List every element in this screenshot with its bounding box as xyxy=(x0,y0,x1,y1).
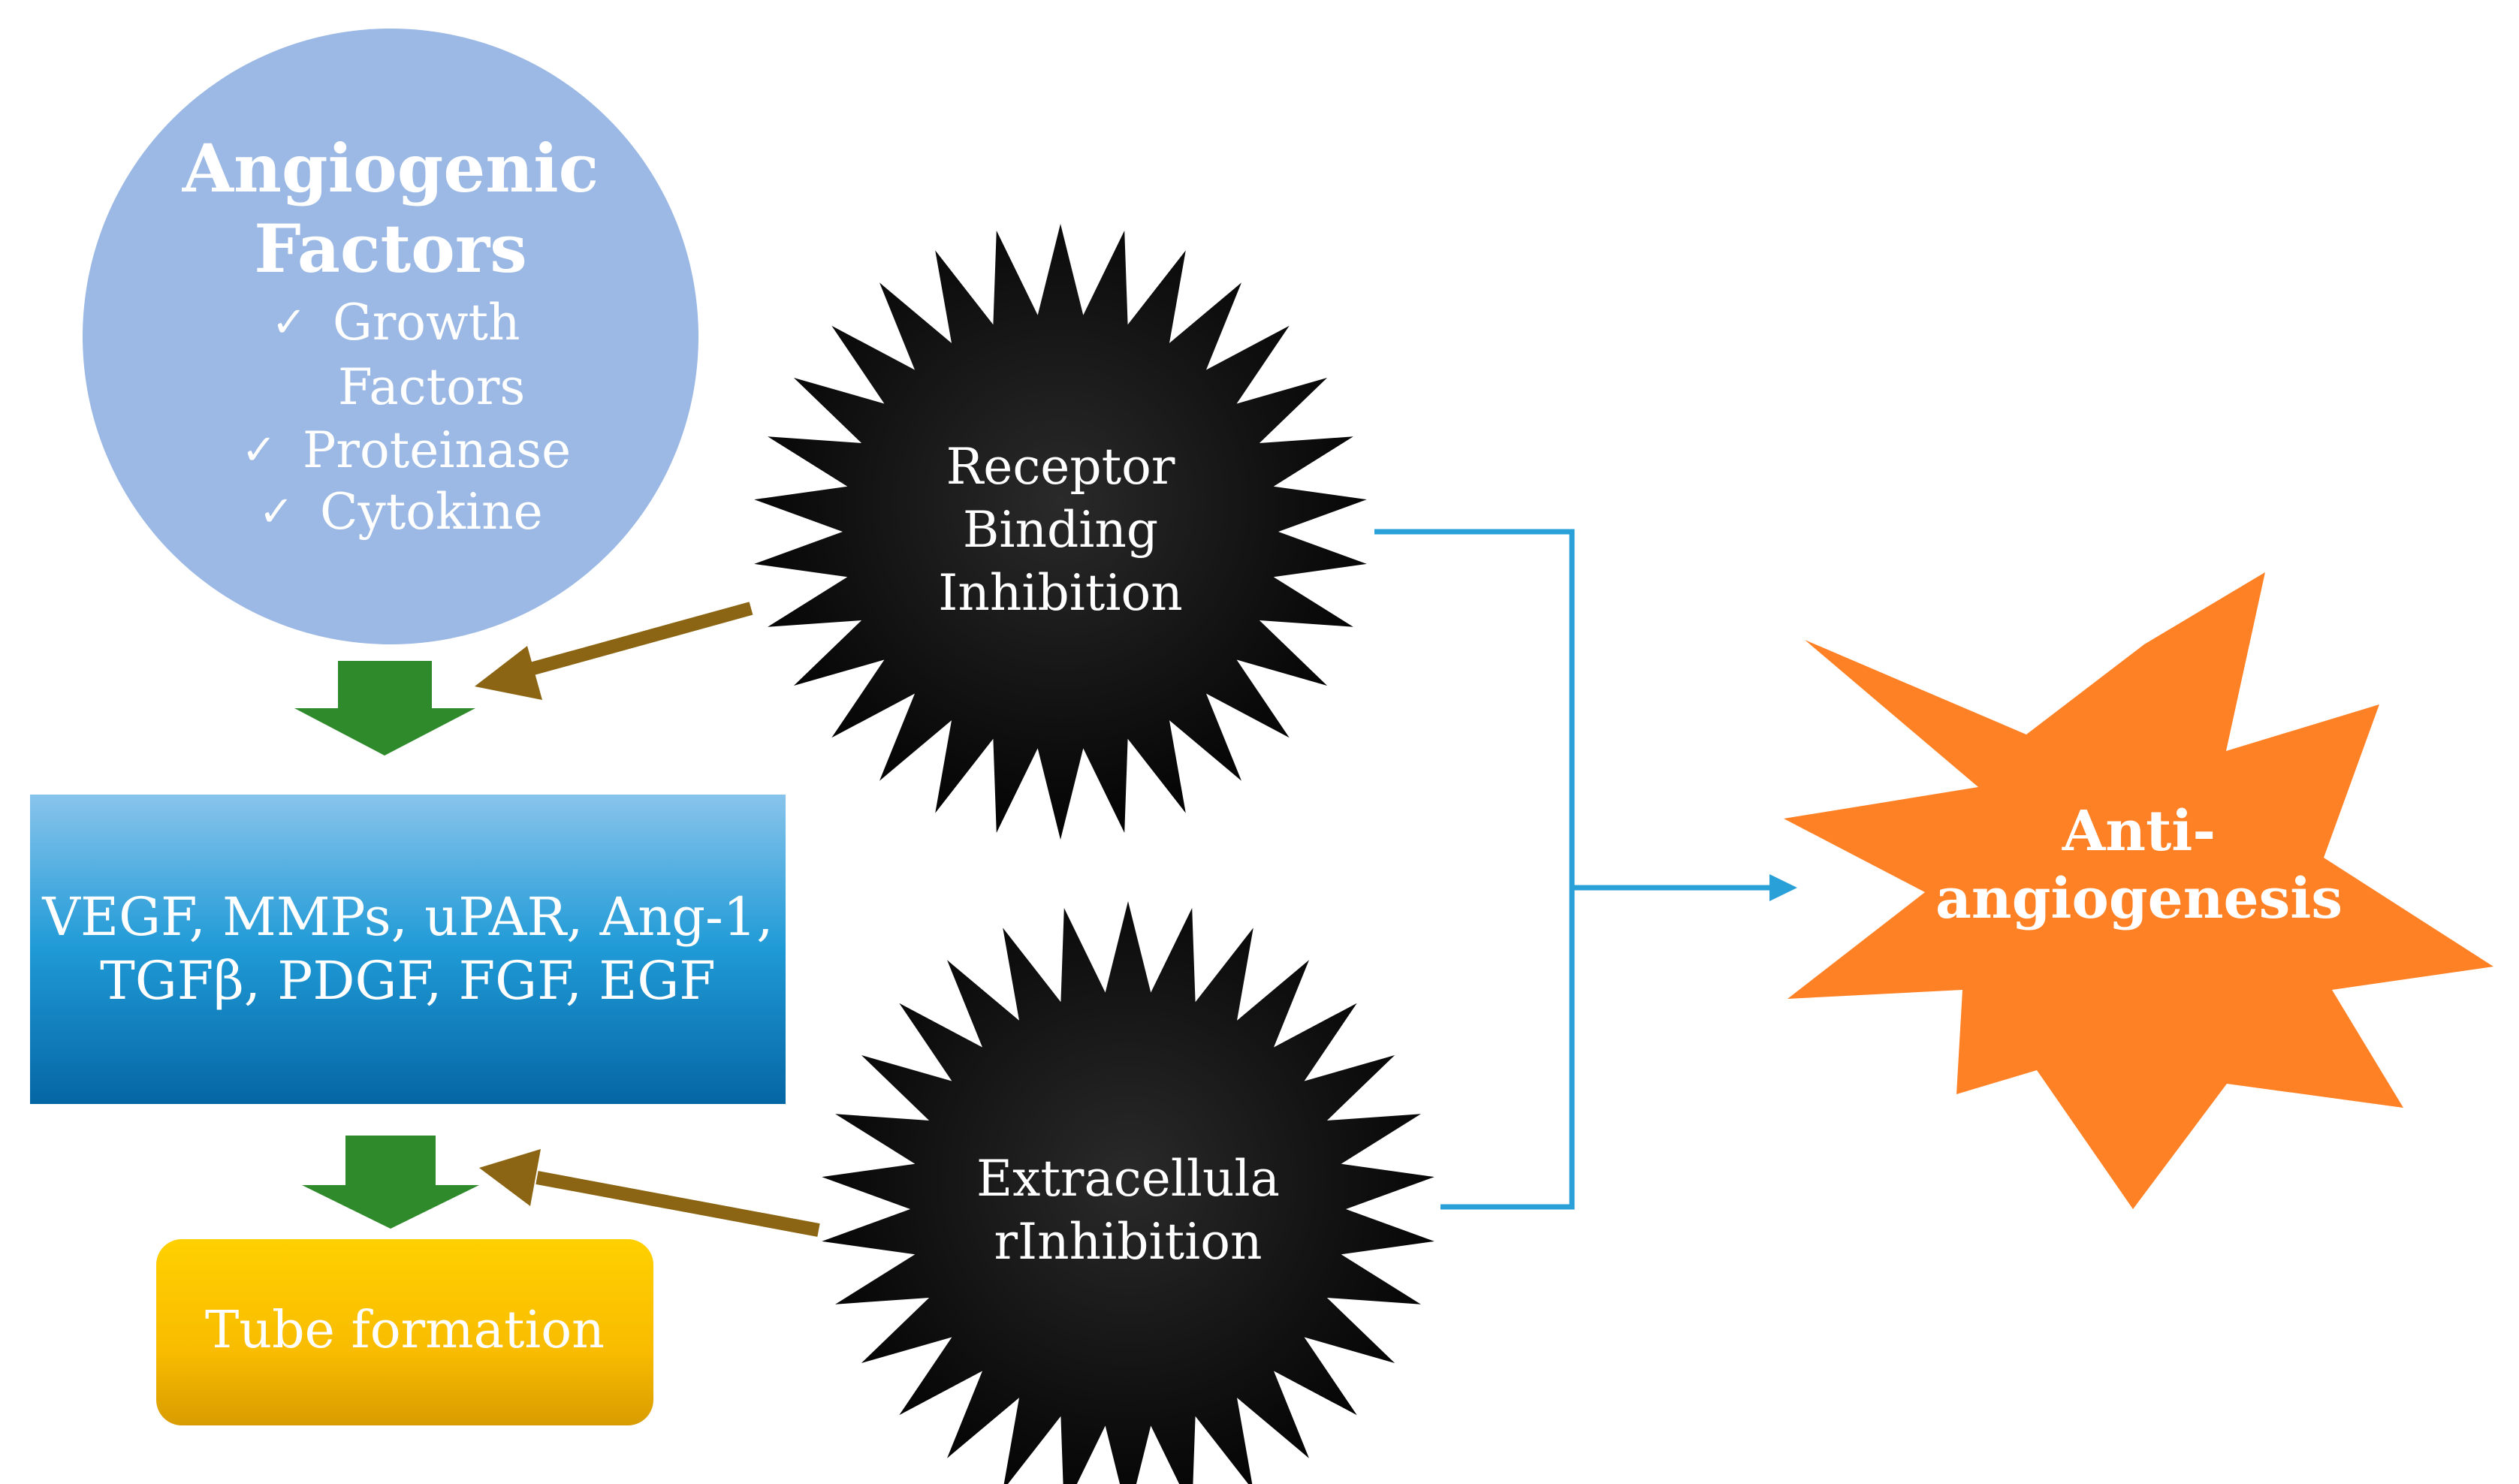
item-growth-factors-line2: Factors xyxy=(338,358,525,416)
receptor-line1: Receptor xyxy=(946,438,1175,496)
brown-arrow-extracellular xyxy=(479,1149,820,1237)
extracellular-inhibition-node: Extracellula rInhibition xyxy=(822,901,1434,1484)
anti-angiogenesis-line2: angiogenesis xyxy=(1935,867,2343,931)
angiogenic-factors-node: Angiogenic Factors ✓ Growth Factors ✓ Pr… xyxy=(83,29,698,644)
angiogenic-factors-title-line2: Factors xyxy=(254,210,527,288)
checkmark-icon: ✓ xyxy=(272,298,307,347)
angiogenic-factors-title-line1: Angiogenic xyxy=(182,129,599,207)
green-down-arrow-1 xyxy=(294,661,475,756)
extracellular-line1: Extracellula xyxy=(976,1150,1280,1208)
mediators-line1: VEGF, MMPs, uPAR, Ang-1, xyxy=(41,886,773,948)
brown-arrow-receptor xyxy=(475,602,753,700)
green-down-arrow-2 xyxy=(302,1136,479,1229)
tube-formation-label: Tube formation xyxy=(205,1301,605,1360)
tube-formation-box xyxy=(156,1239,653,1425)
item-cytokine: Cytokine xyxy=(320,483,543,541)
checkmark-icon: ✓ xyxy=(242,426,277,475)
anti-angiogenesis-node: Anti- angiogenesis xyxy=(1784,572,2493,1209)
mediators-box xyxy=(30,795,786,1104)
receptor-line3: Inhibition xyxy=(938,564,1182,622)
item-growth-factors-line1: Growth xyxy=(333,294,520,351)
item-proteinase: Proteinase xyxy=(303,421,571,479)
anti-angiogenesis-burst xyxy=(1784,572,2493,1209)
angiogenic-factors-circle xyxy=(83,29,698,644)
mediators-box-node: VEGF, MMPs, uPAR, Ang-1, TGFβ, PDGF, FGF… xyxy=(30,795,786,1104)
extracellular-inhibition-star xyxy=(822,901,1434,1484)
tube-formation-node: Tube formation xyxy=(156,1239,653,1425)
anti-angiogenesis-line1: Anti- xyxy=(2062,799,2216,864)
connector-lines xyxy=(1374,529,1797,1210)
checkmark-icon: ✓ xyxy=(259,487,294,536)
receptor-line2: Binding xyxy=(963,501,1158,559)
extracellular-line2: rInhibition xyxy=(994,1213,1263,1271)
receptor-binding-inhibition-node: Receptor Binding Inhibition xyxy=(754,224,1367,840)
connector-arrowhead xyxy=(1769,874,1797,901)
receptor-binding-star xyxy=(754,224,1367,840)
mediators-line2: TGFβ, PDGF, FGF, EGF xyxy=(100,950,716,1012)
